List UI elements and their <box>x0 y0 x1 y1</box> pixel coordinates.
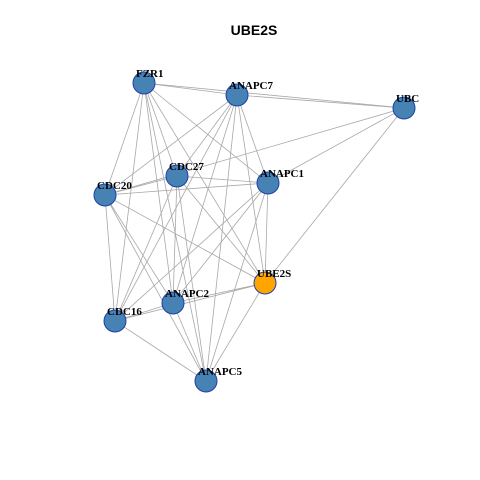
edge-cdc20-anapc2 <box>104 194 174 304</box>
edge-ubc-cdc20 <box>104 107 405 196</box>
edge-fzr1-cdc16 <box>114 82 145 322</box>
node-label-anapc5: ANAPC5 <box>198 366 242 378</box>
node-label-anapc7: ANAPC7 <box>229 80 273 92</box>
node-fzr1[interactable] <box>132 71 156 95</box>
edge-anapc1-ube2s <box>264 182 269 284</box>
node-label-cdc20: CDC20 <box>97 180 132 192</box>
edge-cdc27-ube2s <box>176 175 266 284</box>
edge-fzr1-ube2s <box>143 82 266 284</box>
node-label-cdc16: CDC16 <box>107 306 142 318</box>
edge-anapc1-anapc5 <box>205 182 269 382</box>
edge-anapc1-anapc2 <box>172 182 269 304</box>
edge-anapc7-ubc <box>236 94 405 109</box>
edge-ubc-anapc1 <box>267 107 405 184</box>
edge-cdc20-cdc16 <box>104 194 116 322</box>
edge-cdc27-anapc1 <box>176 175 269 184</box>
node-anapc7[interactable] <box>225 83 249 107</box>
node-cdc20[interactable] <box>93 183 117 207</box>
edge-cdc20-ube2s <box>104 194 266 284</box>
edge-fzr1-ubc <box>143 82 405 109</box>
edge-anapc1-cdc16 <box>114 182 269 322</box>
edge-anapc7-cdc20 <box>104 94 238 196</box>
edge-anapc2-anapc5 <box>172 302 207 382</box>
edge-cdc27-anapc2 <box>172 175 178 304</box>
edge-cdc27-anapc5 <box>176 175 207 382</box>
edge-ube2s-anapc5 <box>205 282 266 382</box>
edge-ube2s-cdc16 <box>114 282 266 322</box>
node-label-anapc2: ANAPC2 <box>165 288 209 300</box>
edge-fzr1-cdc20 <box>104 82 145 196</box>
edge-cdc20-anapc5 <box>104 194 207 382</box>
edge-cdc16-anapc5 <box>114 320 207 382</box>
edge-fzr1-anapc2 <box>143 82 174 304</box>
node-ubc[interactable] <box>392 96 416 120</box>
node-label-ubc: UBC <box>396 93 419 105</box>
edge-fzr1-cdc27 <box>143 82 178 177</box>
node-label-ube2s: UBE2S <box>257 268 291 280</box>
node-label-fzr1: FZR1 <box>136 68 164 80</box>
edge-anapc1-cdc20 <box>104 182 269 196</box>
edge-cdc27-cdc16 <box>114 175 178 322</box>
node-layer <box>93 71 416 393</box>
graph-title: UBE2S <box>231 22 278 38</box>
node-anapc1[interactable] <box>256 171 280 195</box>
node-ube2s[interactable] <box>253 271 277 295</box>
edge-anapc7-anapc5 <box>205 94 238 382</box>
node-cdc16[interactable] <box>103 309 127 333</box>
edge-ubc-ube2s <box>264 107 405 284</box>
node-anapc5[interactable] <box>194 369 218 393</box>
edge-anapc7-cdc27 <box>176 94 238 177</box>
edge-cdc27-cdc20 <box>104 175 178 196</box>
edge-fzr1-anapc7 <box>143 82 238 96</box>
node-anapc2[interactable] <box>161 291 185 315</box>
edge-anapc7-ube2s <box>236 94 266 284</box>
node-label-anapc1: ANAPC1 <box>260 168 304 180</box>
node-cdc27[interactable] <box>165 164 189 188</box>
edge-anapc7-anapc1 <box>236 94 269 184</box>
edge-anapc7-anapc2 <box>172 94 238 304</box>
edge-ube2s-anapc2 <box>172 282 266 304</box>
node-label-cdc27: CDC27 <box>169 161 204 173</box>
